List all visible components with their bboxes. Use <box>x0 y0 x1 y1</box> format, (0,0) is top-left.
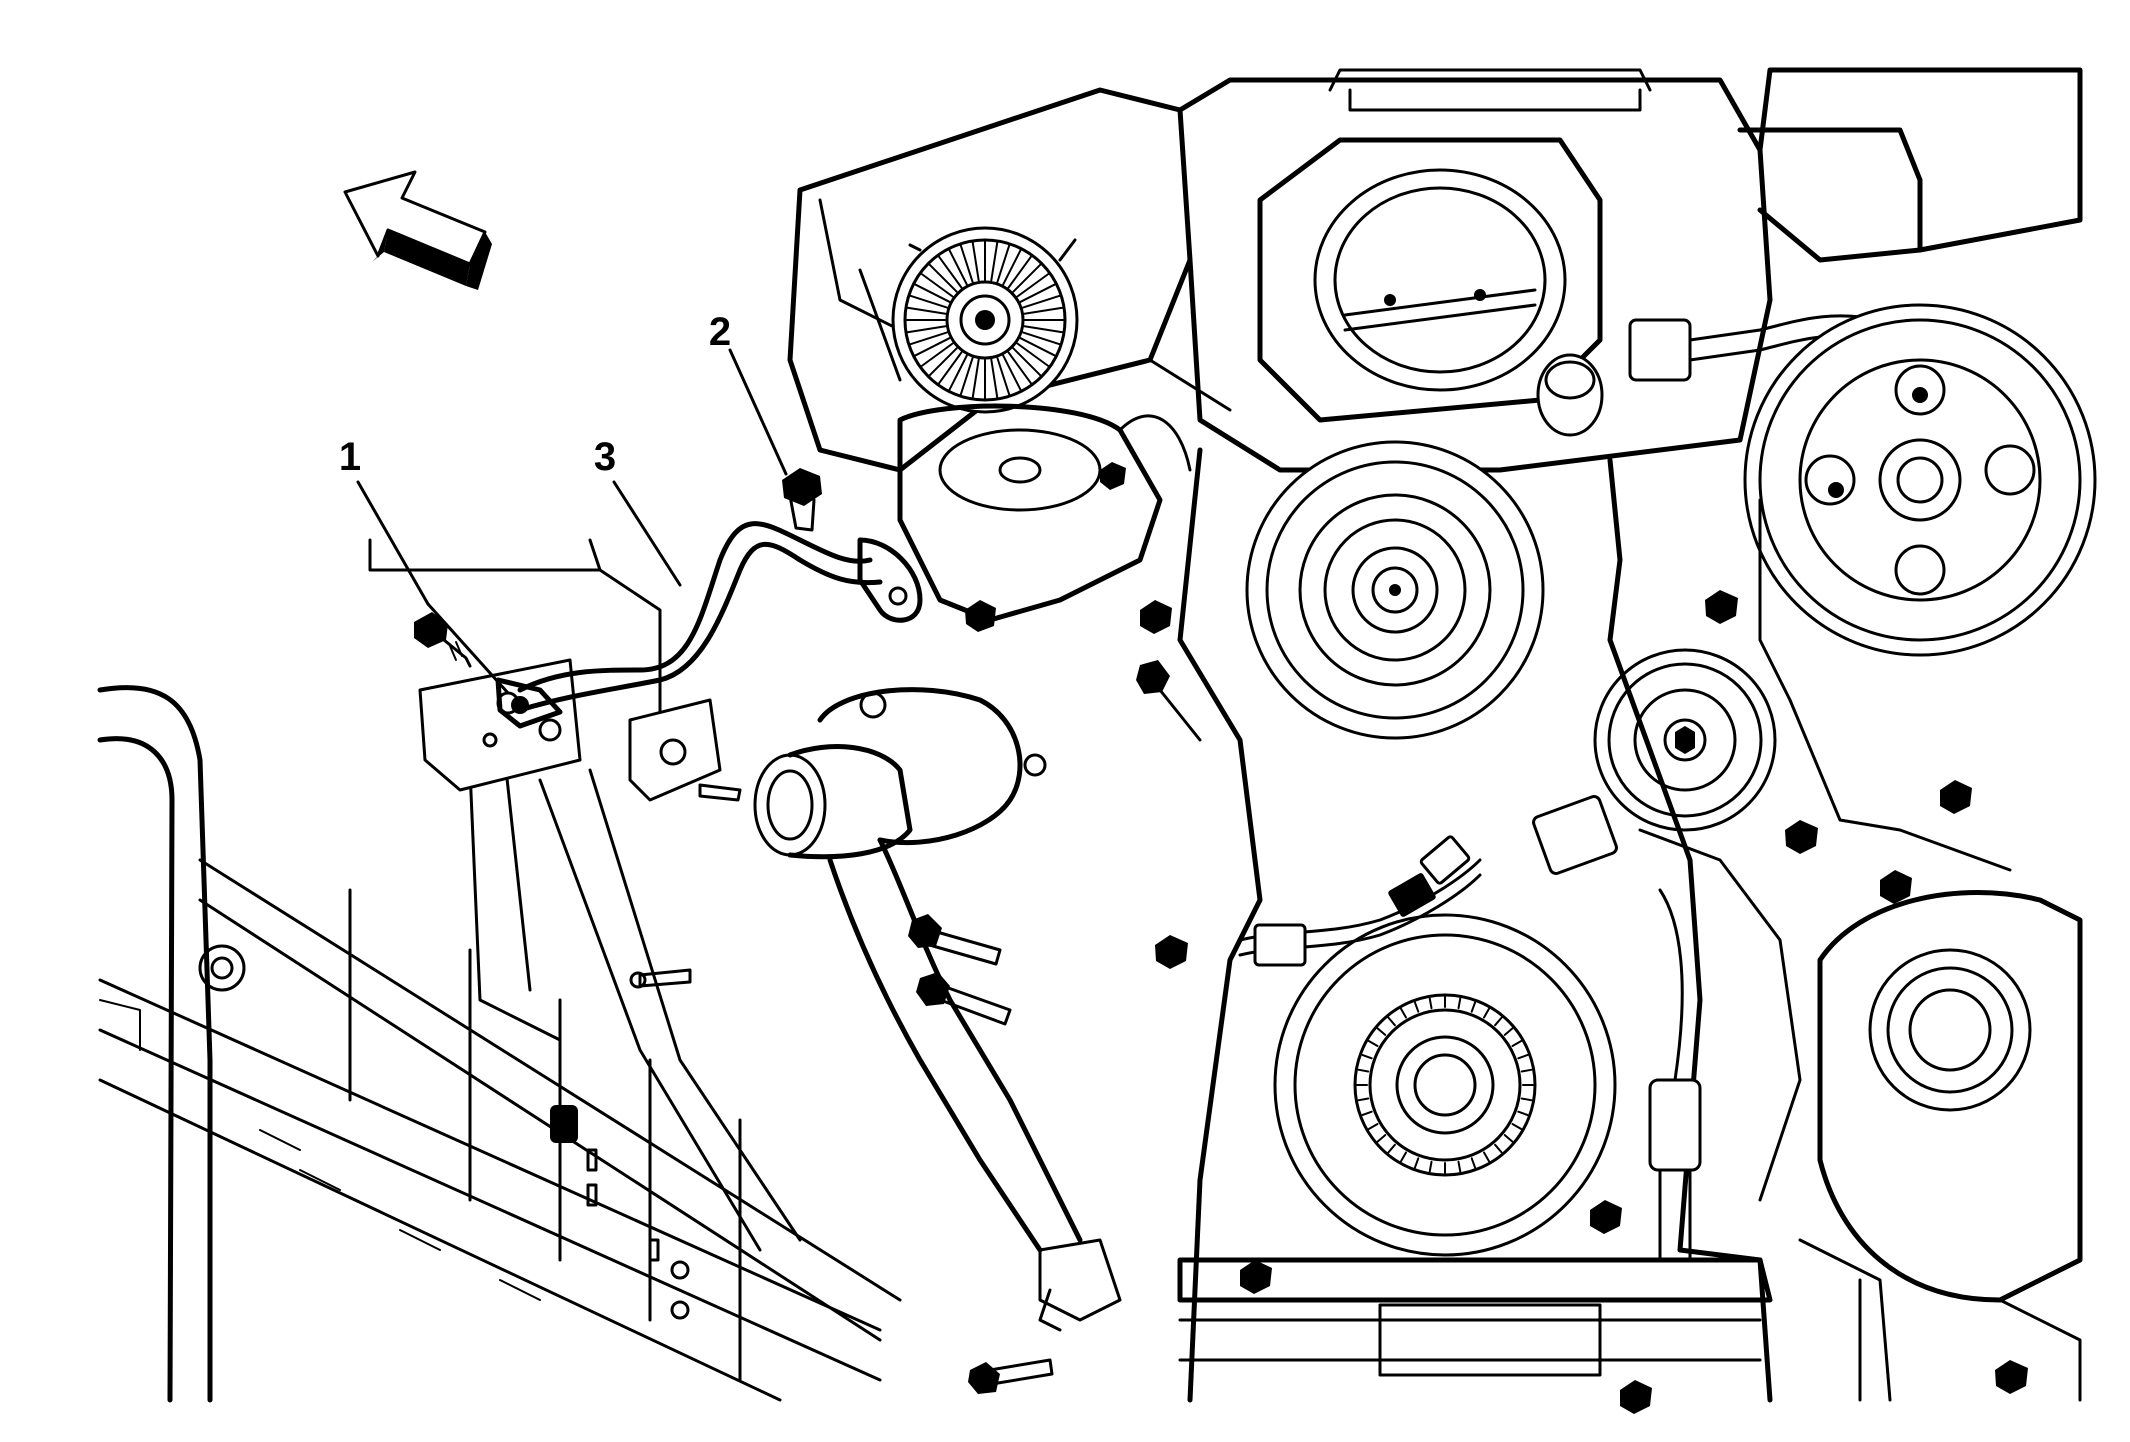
bolt-1 <box>414 612 472 668</box>
balancer-teeth-line <box>1494 1143 1503 1154</box>
cover-bolts <box>1140 590 2028 1414</box>
ribs-line <box>927 347 958 378</box>
idler-pulley-ribbed <box>891 226 1079 414</box>
balancer-teeth-line <box>1520 1068 1533 1073</box>
ribs-line <box>959 357 974 398</box>
balancer-teeth-line <box>1511 1040 1523 1047</box>
sensor-wiring <box>1238 795 1702 1262</box>
throttle-body <box>1257 137 1882 437</box>
ribs-line <box>919 272 954 298</box>
balancer-teeth-line <box>1400 1007 1407 1019</box>
radiator-support <box>97 685 902 1403</box>
balancer-teeth-line <box>1361 1110 1373 1117</box>
ribs-line <box>1012 262 1043 293</box>
balancer-teeth-line <box>1470 1157 1477 1169</box>
ribs-line <box>905 325 947 334</box>
mounting-bracket <box>368 538 802 1252</box>
ribs-line <box>1002 354 1023 393</box>
ribs-line <box>1002 247 1023 286</box>
balancer-teeth-line <box>1387 1016 1396 1027</box>
balancer-teeth-line <box>1517 1110 1529 1117</box>
water-pump-pulley <box>1245 440 1545 740</box>
balancer-teeth-line <box>1376 1134 1387 1143</box>
tensioner-mount <box>897 403 1192 632</box>
callout-label-2: 2 <box>709 310 731 354</box>
balancer-teeth-line <box>1357 1097 1370 1102</box>
balancer-teeth-line <box>1367 1040 1379 1047</box>
balancer-teeth-line <box>1357 1068 1370 1073</box>
ribs-line <box>1012 347 1043 378</box>
ribs-line <box>1019 282 1058 303</box>
balancer-teeth-line <box>1387 1143 1396 1154</box>
balancer-teeth-line <box>1503 1134 1514 1143</box>
ribs-line <box>990 358 999 400</box>
ribs-line <box>937 351 963 386</box>
balancer-teeth-line <box>1457 1160 1462 1173</box>
balancer-teeth-line <box>1483 1007 1490 1019</box>
crankshaft-balancer <box>1273 913 1617 1257</box>
ribs-line <box>905 306 947 315</box>
balancer-teeth-line <box>1503 1027 1514 1036</box>
ribs-line <box>1007 254 1033 289</box>
ribs-line <box>937 254 963 289</box>
ribs-line <box>1023 325 1065 334</box>
arrow-up-left-icon <box>343 170 492 290</box>
ribs-line <box>912 282 951 303</box>
balancer-teeth-line <box>1483 1151 1490 1163</box>
balancer-teeth-line <box>1470 1001 1477 1013</box>
leader-lines <box>356 348 788 695</box>
power-steering-pulley <box>1743 303 2097 657</box>
balancer-teeth-line <box>1428 1160 1433 1173</box>
ribs-line <box>907 331 948 346</box>
ribs-line <box>947 247 968 286</box>
ribs-line <box>1019 337 1058 358</box>
balancer-teeth-line <box>1400 1151 1407 1163</box>
ribs-line <box>947 354 968 393</box>
balancer-teeth-line <box>1376 1027 1387 1036</box>
ribs-line <box>1022 331 1063 346</box>
ribs-line <box>1016 342 1051 368</box>
ribs-line <box>996 242 1011 283</box>
ground-cable <box>495 521 923 729</box>
callout-label-1: 1 <box>339 435 361 479</box>
ribs-line <box>1007 351 1033 386</box>
balancer-teeth-line <box>1413 1157 1420 1169</box>
ribs-line <box>1022 294 1063 309</box>
balancer-teeth-line <box>1494 1016 1503 1027</box>
balancer-teeth-line <box>1428 997 1433 1010</box>
loose-bolts <box>908 660 1202 1394</box>
ribs-line <box>959 242 974 283</box>
balancer-teeth-line <box>1511 1123 1523 1130</box>
ribs-line <box>912 337 951 358</box>
balancer-teeth-line <box>1367 1123 1379 1130</box>
balancer-teeth-line <box>1517 1053 1529 1060</box>
ribs-line <box>927 262 958 293</box>
ribs-line <box>971 240 980 282</box>
idler-pulley-small <box>1593 648 1777 832</box>
ribs-line <box>990 240 999 282</box>
intake-manifold <box>787 67 2083 473</box>
nut-2 <box>782 468 822 532</box>
balancer-teeth-line <box>1457 997 1462 1010</box>
alternator-pulley <box>1817 890 2083 1303</box>
balancer-teeth-line <box>1361 1053 1373 1060</box>
ribs-line <box>971 358 980 400</box>
balancer-teeth-line <box>1413 1001 1420 1013</box>
ribs-line <box>907 294 948 309</box>
ribs-line <box>996 357 1011 398</box>
ribs-line <box>1023 306 1065 315</box>
thermostat-housing <box>753 687 1122 1332</box>
ribs-line <box>1016 272 1051 298</box>
engine-front-cover <box>1177 447 2082 1403</box>
balancer-teeth-line <box>1520 1097 1533 1102</box>
ribs-line <box>919 342 954 368</box>
callout-label-3: 3 <box>594 435 616 479</box>
